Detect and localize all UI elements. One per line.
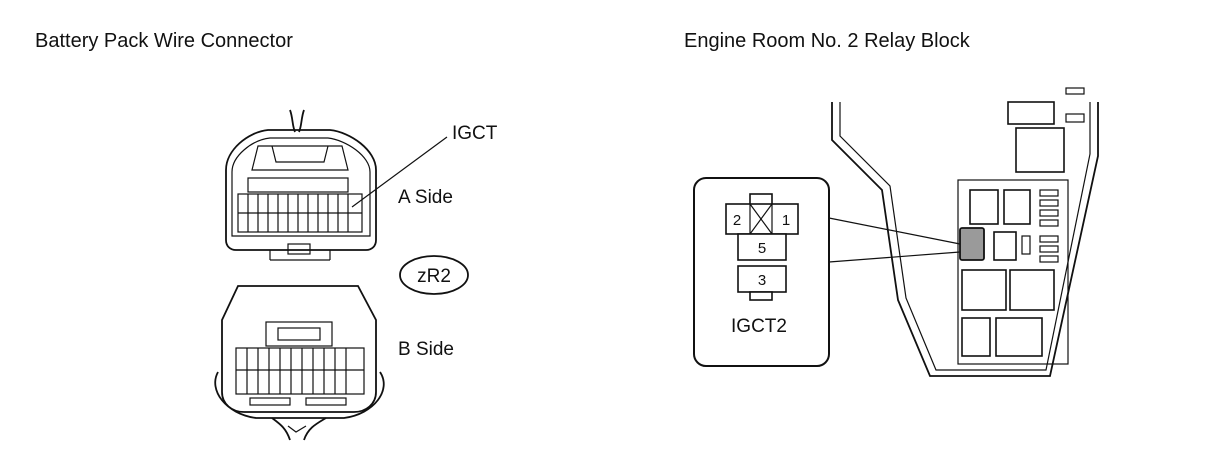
pin-2: 2: [733, 212, 741, 229]
battery-pack-title: Battery Pack Wire Connector: [35, 30, 293, 52]
bottom-wire: [271, 417, 327, 441]
igct-leader-line: [351, 136, 448, 208]
callout-line-upper: [828, 217, 961, 245]
a-side-label: A Side: [398, 187, 453, 208]
pin-5: 5: [758, 240, 766, 257]
pin-3: 3: [758, 272, 766, 289]
relay-name-label: IGCT2: [731, 316, 787, 337]
b-side-connector: [214, 285, 385, 419]
callout-line-lower: [828, 251, 961, 263]
pin-1: 1: [782, 212, 790, 229]
b-side-label: B Side: [398, 339, 454, 360]
connector-code-badge: zR2: [399, 255, 469, 295]
igct-label: IGCT: [452, 123, 498, 144]
connector-code: zR2: [417, 266, 451, 287]
relay-block-outline: [831, 87, 1099, 377]
igct2-relay-highlight: [959, 227, 985, 261]
a-side-connector: [225, 129, 377, 261]
top-wire: [289, 109, 305, 133]
relay-terminal-diagram: [725, 193, 799, 301]
relay-block-title: Engine Room No. 2 Relay Block: [684, 30, 971, 52]
